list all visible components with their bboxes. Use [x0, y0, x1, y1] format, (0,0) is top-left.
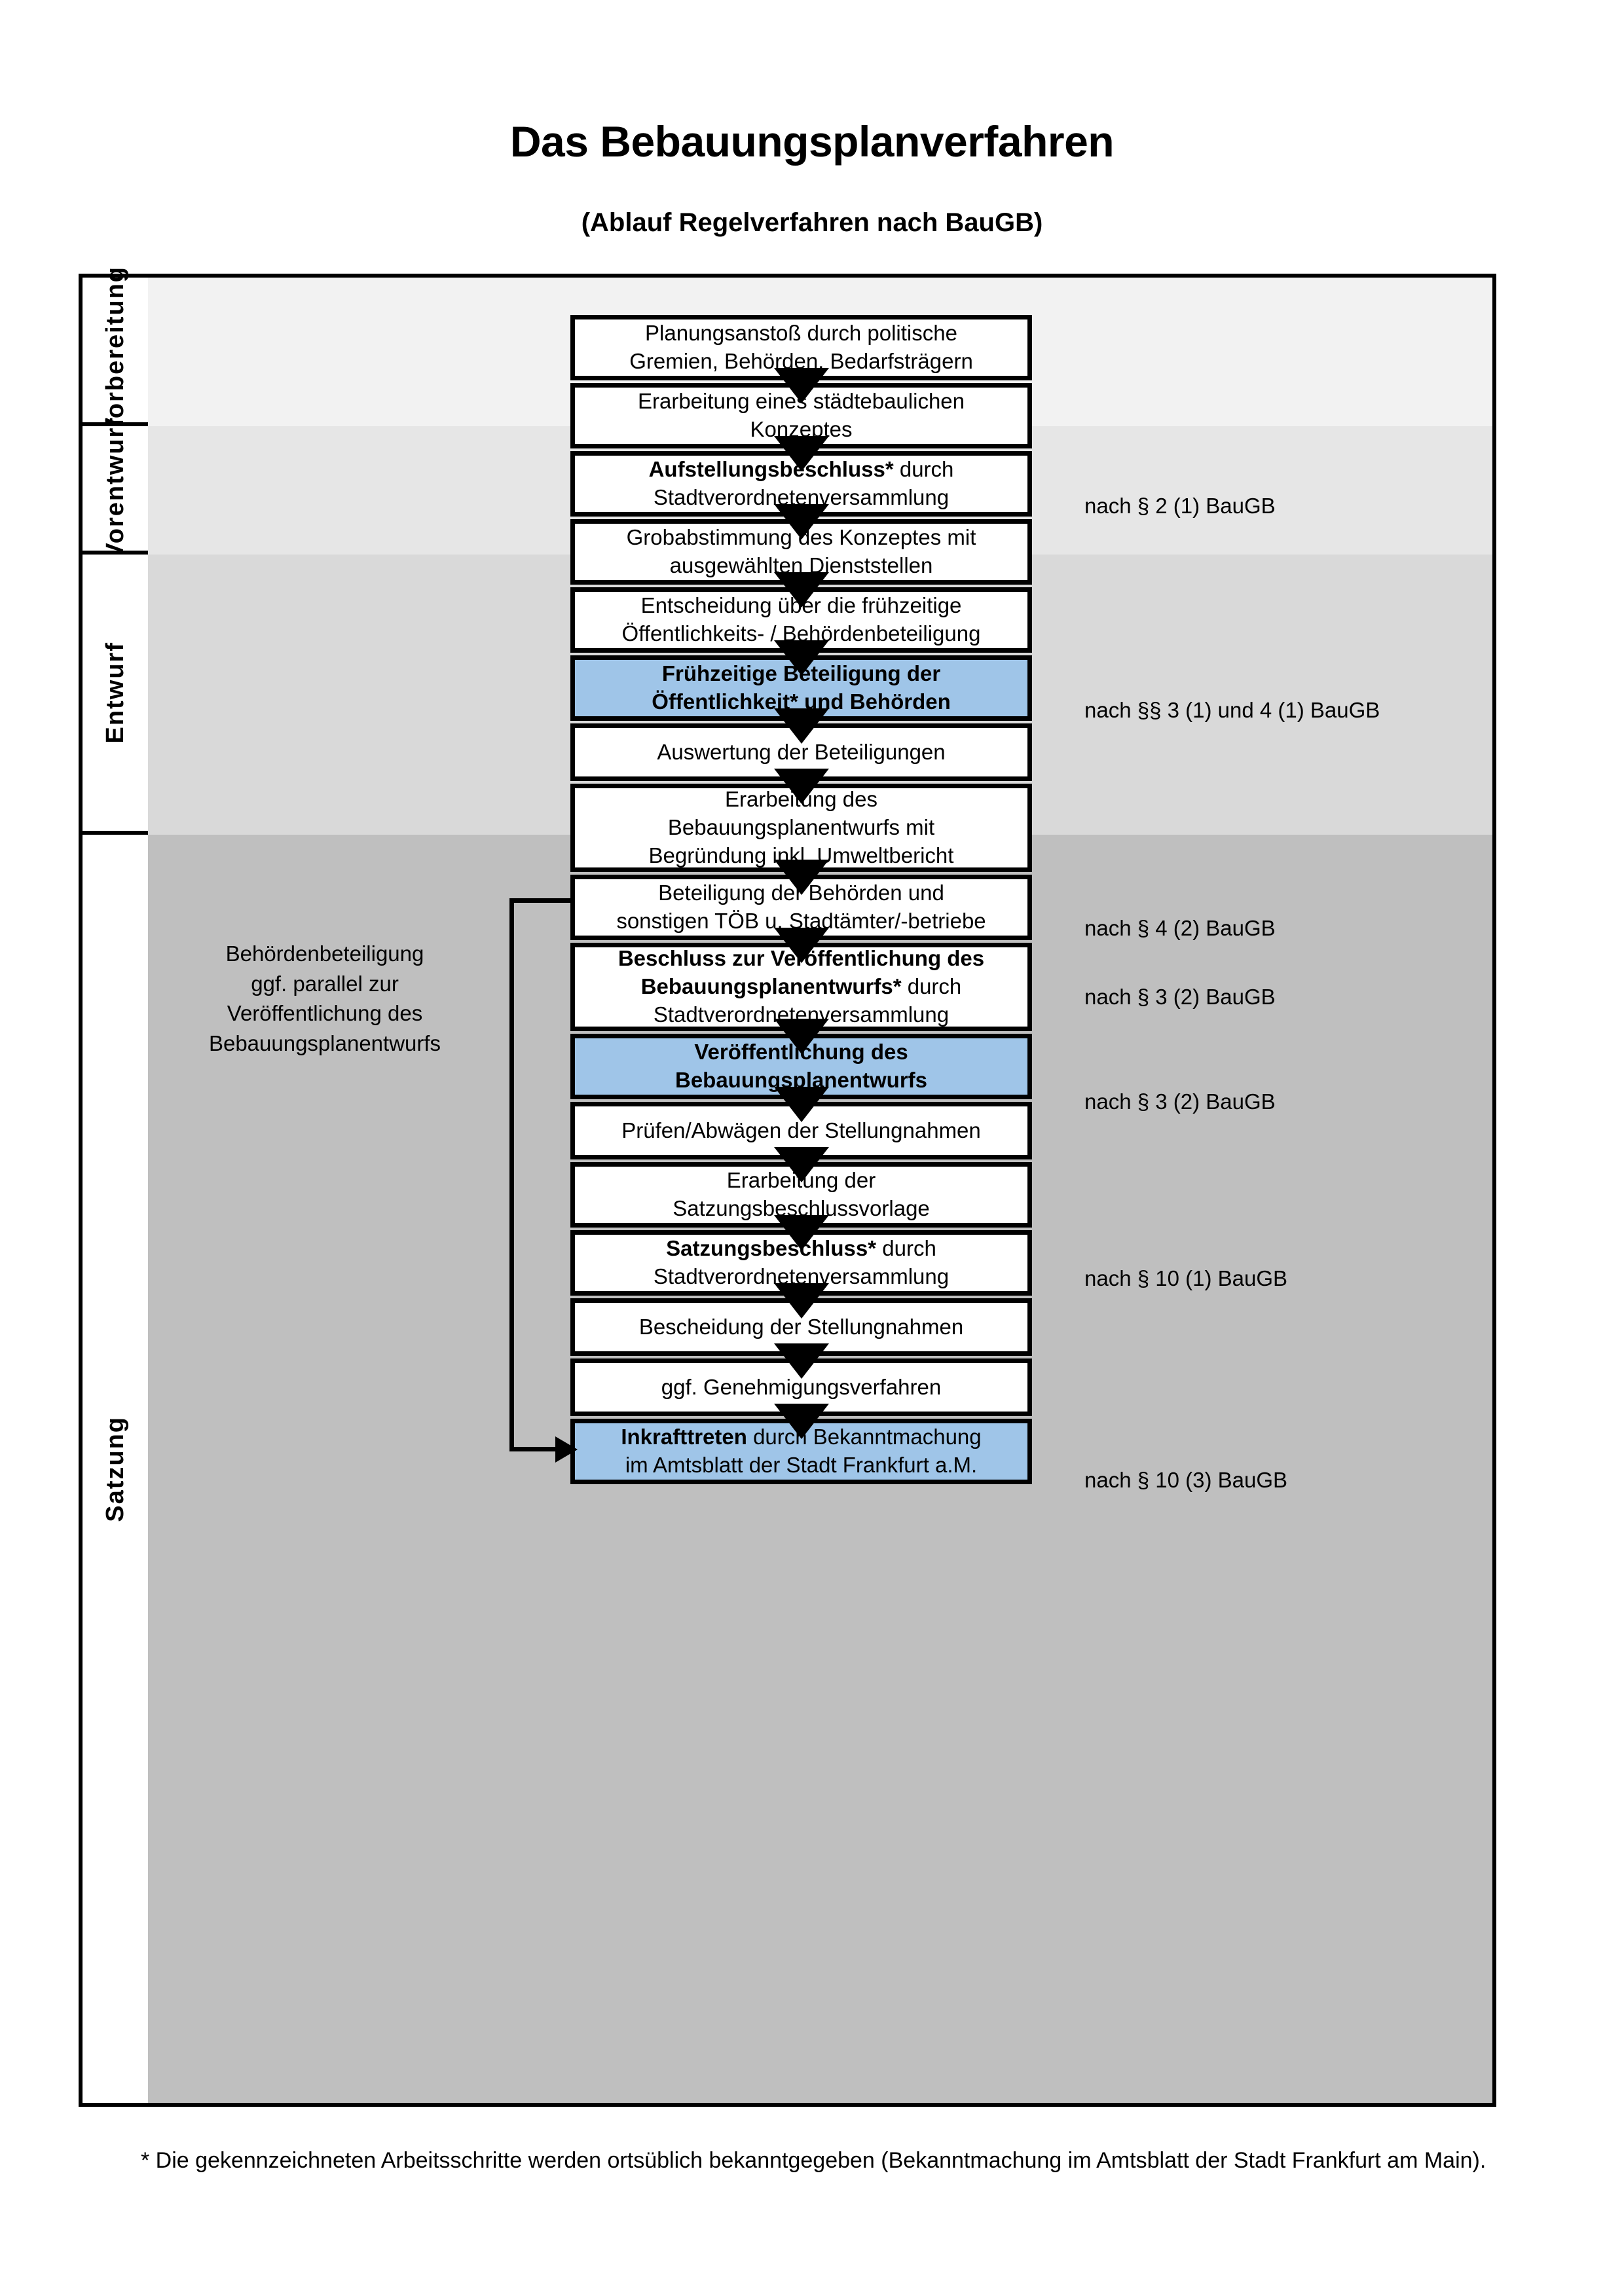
flow-arrow-16 — [774, 1404, 829, 1439]
diagram-frame: Vorbereitung Vorentwurf Entwurf Satzung … — [79, 266, 1496, 2107]
flow-arrow-6 — [774, 708, 829, 744]
flow-arrow-14 — [774, 1283, 829, 1319]
flow-arrow-8 — [774, 860, 829, 895]
box-line-2-bold: Bebauungsplanentwurfs* — [640, 974, 902, 999]
box-line-1-rest: durch — [893, 457, 954, 482]
legal-ref-paragraph-4-2: nach § 4 (2) BauGB — [1084, 916, 1276, 940]
box-line-1-bold: Inkrafttreten — [621, 1425, 747, 1449]
flow-arrow-2 — [774, 436, 829, 471]
legal-ref-paragraph-3-1-und-4-1: nach §§ 3 (1) und 4 (1) BauGB — [1084, 698, 1380, 722]
legal-ref-paragraph-3-2-veroeffentlichung: nach § 3 (2) BauGB — [1084, 1089, 1276, 1114]
flow-arrow-12 — [774, 1147, 829, 1182]
box-line-1-rest: durch — [876, 1236, 936, 1261]
box-line-1-bold: Aufstellungsbeschluss* — [648, 457, 894, 482]
process-box-inkrafttreten[interactable]: Inkrafttreten durch Bekanntmachung im Am… — [570, 1419, 1032, 1484]
box-line-2-rest: durch — [901, 974, 962, 999]
legal-ref-paragraph-3-2-beschluss: nach § 3 (2) BauGB — [1084, 985, 1276, 1009]
flow-arrow-1 — [774, 368, 829, 403]
process-box-beschluss-veroeffentlichung[interactable]: Beschluss zur Veröffentlichung des Bebau… — [570, 943, 1032, 1031]
flow-arrow-11 — [774, 1087, 829, 1122]
flow-arrow-13 — [774, 1215, 829, 1250]
side-note-line-1: Behördenbeteiligung — [225, 941, 424, 966]
box-line-2: Bebauungsplanentwurfs mit — [667, 815, 935, 840]
box-line-1-bold: Satzungsbeschluss* — [666, 1236, 877, 1261]
phase-label-vorbereitung: Vorbereitung — [83, 266, 148, 434]
legal-ref-paragraph-2-1: nach § 2 (1) BauGB — [1084, 494, 1276, 518]
flow-arrow-3 — [774, 504, 829, 539]
flow-arrow-10 — [774, 1019, 829, 1054]
phase-label-entwurf: Entwurf — [83, 555, 148, 835]
loop-arrowhead-icon — [555, 1436, 578, 1463]
flow-arrow-4 — [774, 572, 829, 608]
loop-connector-behoerdenbeteiligung — [83, 278, 1492, 2103]
flow-arrow-9 — [774, 928, 829, 963]
side-note-line-2: ggf. parallel zur — [251, 971, 399, 996]
legal-ref-paragraph-10-1: nach § 10 (1) BauGB — [1084, 1266, 1288, 1290]
side-note-line-4: Bebauungsplanentwurfs — [208, 1030, 441, 1055]
phase-label-vorentwurf: Vorentwurf — [83, 417, 148, 560]
box-line-2: im Amtsblatt der Stadt Frankfurt a.M. — [625, 1453, 978, 1477]
side-note-behoerdenbeteiligung: Behördenbeteiligung ggf. parallel zur Ve… — [161, 939, 489, 1058]
phase-label-satzung: Satzung — [83, 835, 148, 2103]
page-title: Das Bebauungsplanverfahren — [509, 117, 1115, 166]
box-line-1: Planungsanstoß durch politische — [645, 321, 957, 346]
footnote-asterisk-note: * Die gekennzeichneten Arbeitsschritte w… — [141, 2148, 1486, 2173]
loop-segment-top — [509, 898, 572, 903]
flow-arrow-7 — [774, 769, 829, 804]
page-subtitle: (Ablauf Regelverfahren nach BauGB) — [581, 208, 1043, 237]
flow-arrow-5 — [774, 640, 829, 676]
flow-arrow-15 — [774, 1343, 829, 1379]
legal-ref-paragraph-10-3: nach § 10 (3) BauGB — [1084, 1468, 1288, 1492]
side-note-line-3: Veröffentlichung des — [227, 1001, 423, 1026]
loop-segment-bottom — [509, 1447, 557, 1451]
phase-label-column: Vorbereitung Vorentwurf Entwurf Satzung — [83, 266, 148, 2103]
loop-segment-vertical — [509, 898, 514, 1451]
